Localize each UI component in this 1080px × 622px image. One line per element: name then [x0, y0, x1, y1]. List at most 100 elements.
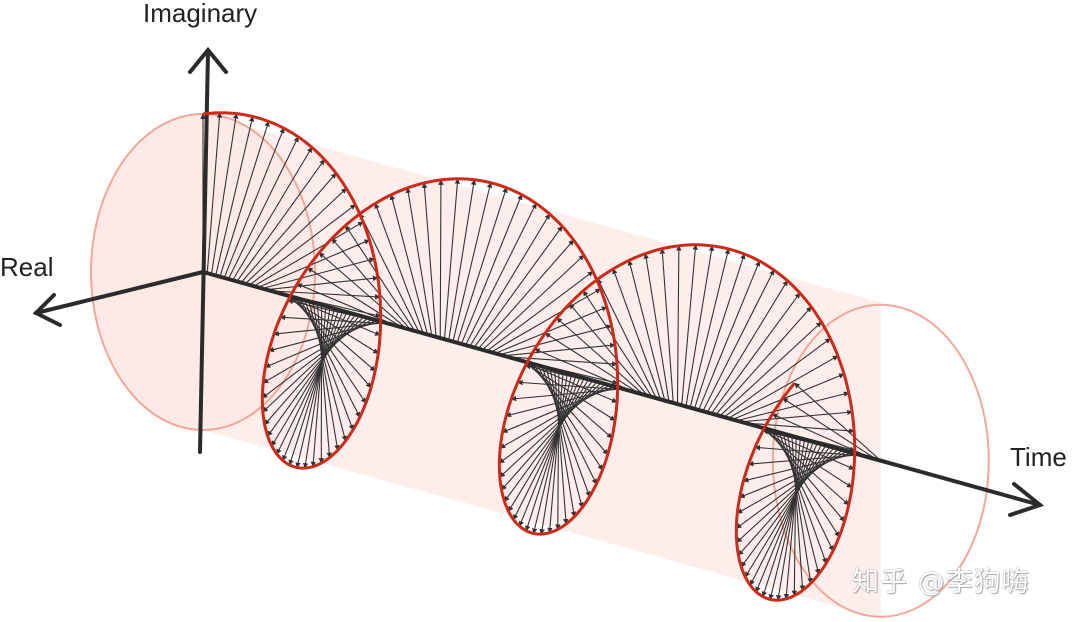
- real-axis: [34, 270, 205, 315]
- phasor-arrow: [227, 136, 299, 280]
- phasor-arrow: [219, 120, 270, 277]
- phasor-arrow: [761, 441, 814, 598]
- phasor-arrow: [770, 429, 840, 538]
- phasor-arrow: [438, 179, 444, 339]
- phasor-arrow: [791, 437, 798, 597]
- phasor-arrow: [518, 376, 581, 527]
- phasor-arrow: [582, 290, 653, 398]
- phasor-arrow: [456, 187, 508, 343]
- phasor-arrow: [547, 372, 564, 534]
- phasor-arrow: [710, 292, 801, 414]
- phasor-arrow: [268, 321, 382, 353]
- phasor-arrow: [745, 422, 855, 434]
- phasor-arrow: [685, 245, 715, 407]
- phasor-arrow: [782, 433, 821, 575]
- phasor-arrow: [206, 112, 223, 274]
- phasor-arrow: [267, 314, 356, 437]
- phasor-arrow: [513, 377, 585, 521]
- phasor-arrow: [776, 439, 806, 601]
- phasor-arrow: [495, 306, 608, 354]
- phasor-arrow: [689, 248, 731, 408]
- phasor-arrow: [723, 338, 831, 418]
- real-axis-arrowhead: [32, 293, 62, 327]
- phasor-arrow: [240, 172, 337, 283]
- phasor-arrow: [236, 159, 325, 282]
- time-axis-arrowhead: [1008, 482, 1045, 517]
- phasor-arrow: [554, 369, 569, 525]
- phasor-arrow: [783, 438, 801, 600]
- phasor-arrow: [787, 434, 813, 584]
- imaginary-axis: [198, 50, 210, 454]
- phasor-arrow: [525, 375, 577, 532]
- phasor-arrow: [659, 248, 674, 403]
- phasor-arrow: [405, 187, 433, 336]
- phasor-arrow: [331, 238, 411, 331]
- phasor-arrow: [755, 442, 818, 593]
- phasor-arrow: [473, 225, 563, 348]
- phasor-arrow: [791, 435, 806, 591]
- phasor-arrow: [693, 253, 746, 410]
- phasor-arrow: [681, 244, 698, 406]
- phasor-arrow: [318, 252, 407, 330]
- phasor-arrow: [288, 309, 340, 466]
- phasor-arrow: [295, 297, 367, 404]
- phasor-arrow: [794, 382, 882, 462]
- phasor-arrow: [270, 290, 381, 300]
- phasor-arrow: [782, 397, 877, 461]
- phasor-arrow: [706, 280, 788, 413]
- phasor-arrow: [739, 451, 852, 499]
- phasor-arrow: [271, 313, 352, 447]
- phasor-arrow: [740, 409, 853, 423]
- phasor-arrow: [244, 187, 347, 285]
- phasor-arrow: [215, 115, 255, 276]
- helix-curve: [202, 111, 857, 602]
- phasor-arrow: [539, 373, 568, 535]
- phasor-arrow: [359, 213, 420, 333]
- phasor-arrow: [282, 310, 344, 461]
- phasor-arrow: [469, 213, 551, 347]
- phasor-arrow: [232, 146, 313, 281]
- phasor-arrow: [748, 454, 860, 467]
- phasor-arrow: [490, 288, 601, 353]
- phasor-arrow: [736, 391, 850, 422]
- phasor-arrow: [597, 278, 657, 399]
- phasor-arrow: [505, 387, 619, 418]
- phasor-arrow: [627, 259, 666, 401]
- phasor-arrow: [308, 301, 348, 442]
- phasor-arrow: [503, 342, 616, 357]
- phasor-arrow: [448, 179, 477, 341]
- real-axis-label: Real: [0, 252, 54, 282]
- phasor-arrow: [676, 245, 682, 405]
- phasor-arrow: [569, 303, 649, 397]
- phasor-arrow: [249, 204, 356, 286]
- phasor-arrow: [508, 379, 589, 512]
- phasor-arrow: [744, 445, 827, 578]
- phasor-arrow: [302, 307, 331, 469]
- phasor-arrow: [749, 443, 823, 586]
- time-axis: [201, 270, 1042, 507]
- phasor-arrow: [544, 332, 640, 394]
- phasor-arrow: [537, 364, 597, 485]
- phasor-arrow: [719, 321, 822, 417]
- phasor-arrow: [443, 178, 461, 340]
- imaginary-axis-arrowhead: [188, 46, 228, 74]
- phasor-arrow: [643, 253, 670, 402]
- phasor-arrow: [486, 271, 594, 352]
- phasor-arrow: [465, 202, 537, 346]
- phasor-arrow: [482, 254, 585, 351]
- phasor-arrow: [452, 182, 493, 342]
- phasor-arrow: [264, 319, 377, 368]
- imaginary-axis-label: Imaginary: [143, 0, 258, 28]
- phasor-arrow: [262, 257, 375, 290]
- phasor-arrow: [279, 314, 390, 325]
- phasor-arrow: [778, 432, 828, 564]
- watermark: 知乎 @李狗嗨: [852, 567, 1030, 598]
- phasor-arrow: [549, 368, 577, 518]
- phasor-arrow: [754, 444, 864, 457]
- phasor-arrow: [460, 194, 523, 345]
- phasor-arrow: [556, 317, 644, 396]
- phasor-arrow: [421, 182, 437, 337]
- phasor-arrow: [501, 385, 615, 433]
